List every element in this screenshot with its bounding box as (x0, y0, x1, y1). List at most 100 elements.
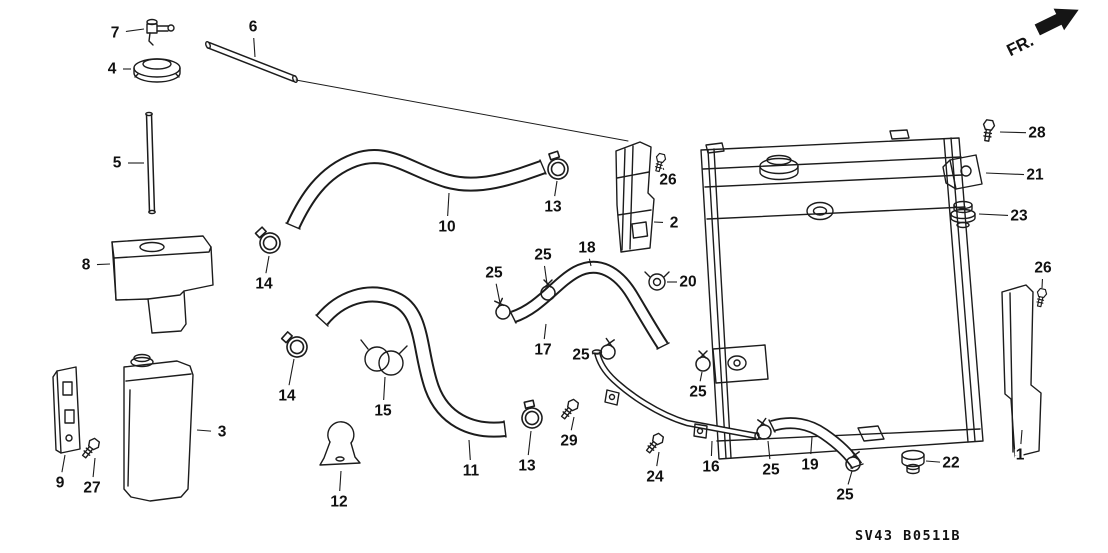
leader-line (61, 454, 66, 473)
hose-11 (315, 286, 507, 438)
hose-17-18 (509, 260, 670, 350)
leader-line (847, 470, 853, 485)
callout-14: 14 (278, 388, 296, 405)
leader-line (588, 258, 592, 267)
clamp-stay-12 (319, 421, 361, 466)
callout-25: 25 (762, 462, 780, 479)
callout-8: 8 (82, 257, 91, 274)
clamp-25 (491, 296, 513, 322)
callout-25: 25 (534, 247, 552, 264)
clamp-13 (544, 149, 572, 182)
leader-line (339, 470, 342, 492)
radiator-filler-cap (759, 154, 799, 181)
leader-line (570, 416, 575, 431)
callout-6: 6 (249, 19, 258, 36)
callout-25: 25 (836, 487, 854, 504)
callout-23: 23 (1010, 208, 1028, 225)
bracket-9 (52, 366, 81, 454)
callout-26: 26 (659, 172, 677, 189)
leader-line (699, 371, 703, 382)
routing-line (295, 79, 629, 142)
leader-line (767, 440, 771, 460)
fr-arrow-icon (1034, 8, 1079, 36)
leader-line (978, 213, 1009, 216)
callout-7: 7 (111, 25, 120, 42)
callout-14: 14 (255, 276, 273, 293)
callout-1: 1 (1016, 447, 1025, 464)
callout-12: 12 (330, 494, 347, 511)
leader-lines (61, 28, 1043, 492)
bolt-27 (79, 436, 102, 461)
clamp-14 (279, 326, 311, 362)
callout-29: 29 (560, 433, 578, 450)
leader-line (383, 376, 386, 401)
callout-24: 24 (646, 469, 664, 486)
leader-line (527, 430, 532, 456)
callout-2: 2 (670, 215, 679, 232)
side-seal-1 (1001, 284, 1042, 458)
clamp-13 (517, 397, 547, 432)
leader-line (125, 28, 145, 33)
callout-26: 26 (1034, 260, 1052, 277)
radiator (700, 129, 984, 460)
callout-9: 9 (56, 475, 65, 492)
callout-4: 4 (108, 61, 117, 78)
bolt-26 (1034, 287, 1049, 308)
callout-20: 20 (679, 274, 696, 291)
grommet-20 (644, 271, 670, 291)
bolt-24 (643, 431, 666, 456)
cap-4 (133, 58, 181, 83)
leader-line (656, 451, 660, 467)
leader-line (1020, 429, 1023, 445)
leader-line (96, 263, 111, 266)
clamp-25 (599, 337, 618, 361)
leader-line (468, 439, 471, 461)
callout-25: 25 (572, 347, 590, 364)
leader-line (196, 429, 212, 432)
leader-line (253, 37, 256, 58)
callout-27: 27 (83, 480, 100, 497)
reserve-tank-8 (111, 235, 214, 334)
hose-19 (768, 417, 864, 470)
leader-line (999, 131, 1027, 134)
callout-5: 5 (113, 155, 122, 172)
callout-16: 16 (702, 459, 720, 476)
clamp-25 (695, 350, 711, 372)
callout-10: 10 (438, 219, 455, 236)
fr-direction-indicator: FR. (1004, 8, 1079, 60)
leader-line (265, 255, 270, 274)
tube-6 (205, 40, 298, 84)
leader-line (495, 283, 501, 304)
callout-11: 11 (463, 463, 480, 480)
callout-18: 18 (578, 240, 596, 257)
leader-line (92, 457, 96, 478)
callout-15: 15 (374, 403, 392, 420)
leader-line (591, 352, 600, 355)
leader-line (925, 460, 941, 463)
callout-21: 21 (1026, 167, 1044, 184)
bolt-26 (652, 152, 668, 173)
fr-label: FR. (1004, 31, 1037, 60)
leader-line (543, 323, 547, 340)
diagram-code: SV43 B0511B (855, 528, 961, 544)
leader-line (543, 265, 548, 285)
reserve-tank-3 (123, 353, 194, 502)
hose-10 (285, 149, 547, 230)
valve-7 (146, 18, 175, 46)
callout-17: 17 (534, 342, 551, 359)
leader-line (810, 436, 813, 455)
callout-25: 25 (689, 384, 707, 401)
leader-line (554, 180, 558, 197)
callout-13: 13 (544, 199, 562, 216)
leader-line (288, 358, 295, 386)
leader-line (662, 167, 665, 171)
mount-cushion-23 (950, 200, 976, 229)
callout-19: 19 (801, 457, 819, 474)
bracket-2 (615, 141, 655, 253)
drain-plug-22 (901, 449, 925, 475)
callout-22: 22 (942, 455, 959, 472)
bracket-21 (942, 154, 983, 190)
bolt-29 (558, 397, 581, 422)
callout-3: 3 (218, 424, 227, 441)
